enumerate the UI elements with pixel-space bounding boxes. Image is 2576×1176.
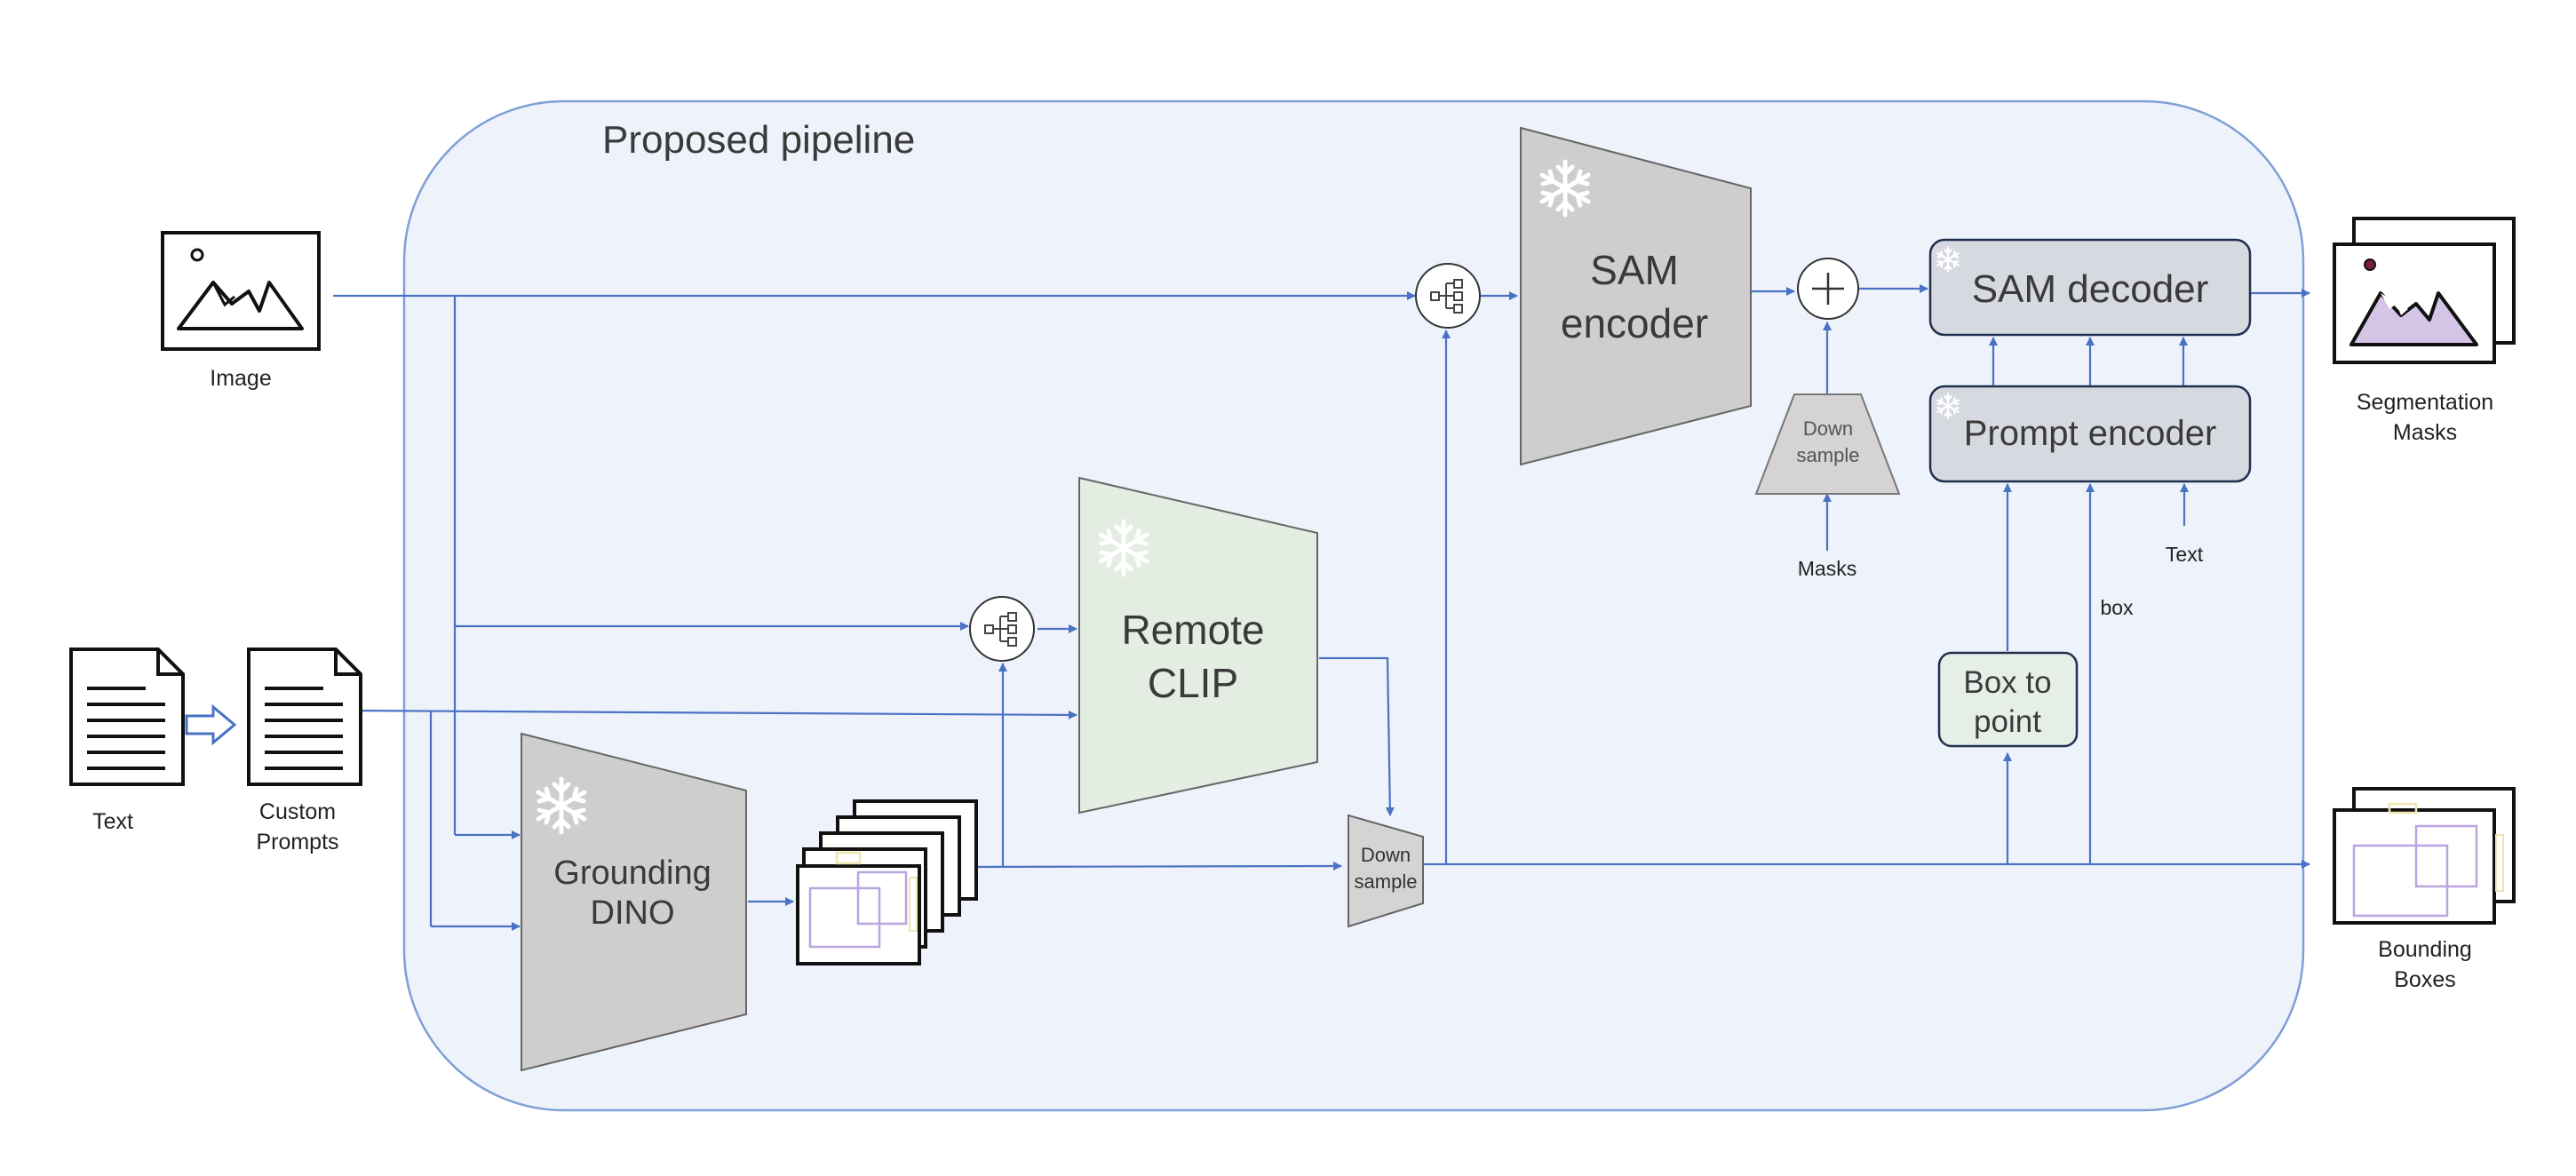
grounding-dino: Grounding DINO [521, 732, 747, 1072]
grounding-dino-label-2: DINO [591, 894, 675, 932]
down-sample-small-label-1: Down [1361, 844, 1411, 866]
sam-encoder-label-1: SAM [1590, 247, 1679, 293]
segmentation-label-1: Segmentation [2357, 390, 2493, 415]
remote-clip: Remote CLIP [1078, 476, 1318, 814]
hollow-arrow-icon [185, 703, 237, 746]
tree-selector-icon [1415, 263, 1481, 329]
box-stack-icon [796, 799, 978, 965]
down-sample-masks-label-1: Down [1803, 417, 1853, 440]
box-to-point: Box to point [1937, 651, 2079, 748]
tree-selector-icon [969, 596, 1035, 662]
down-sample-masks-label-2: sample [1797, 444, 1860, 466]
flow-prompts-to-clip [350, 709, 1077, 719]
custom-prompts-label-2: Prompts [256, 830, 338, 854]
flow-boxes-to-downsample [976, 862, 1342, 871]
flow-clip-to-downsample [1319, 656, 1395, 816]
sam-decoder-label: SAM decoder [1972, 267, 2209, 311]
prompt-encoder-label: Prompt encoder [1964, 414, 2217, 453]
grounding-dino-label-1: Grounding [553, 854, 711, 892]
bounding-label-2: Boxes [2394, 967, 2455, 992]
text-signal-label: Text [2166, 543, 2204, 566]
masks-label: Masks [1798, 557, 1856, 580]
down-sample-small-label-2: sample [1355, 870, 1418, 893]
sam-encoder-label-2: encoder [1561, 300, 1708, 346]
remote-clip-label-2: CLIP [1148, 660, 1238, 706]
text-document-icon [69, 648, 185, 786]
custom-prompts-label-1: Custom [259, 799, 336, 824]
plus-icon [1797, 258, 1859, 320]
image-icon [161, 231, 321, 351]
segmentation-masks-icon [2333, 217, 2516, 364]
down-sample-small: Down sample [1348, 814, 1424, 928]
remote-clip-label-1: Remote [1121, 607, 1264, 653]
down-sample-masks: Down sample [1754, 393, 1901, 495]
prompt-encoder: Prompt encoder [1928, 385, 2252, 483]
sam-decoder: SAM decoder [1928, 238, 2252, 337]
image-label: Image [210, 366, 271, 391]
pipeline-title: Proposed pipeline [602, 118, 915, 162]
bounding-boxes-icon [2333, 787, 2516, 925]
segmentation-label-2: Masks [2393, 420, 2457, 445]
box-signal-label: box [2100, 596, 2134, 619]
box-to-point-label-2: point [1974, 704, 2041, 739]
sam-encoder: SAM encoder [1520, 126, 1752, 466]
box-to-point-label-1: Box to [1963, 665, 2051, 700]
bounding-label-1: Bounding [2378, 937, 2472, 962]
custom-prompts-document-icon [247, 648, 362, 786]
text-label: Text [92, 809, 133, 834]
